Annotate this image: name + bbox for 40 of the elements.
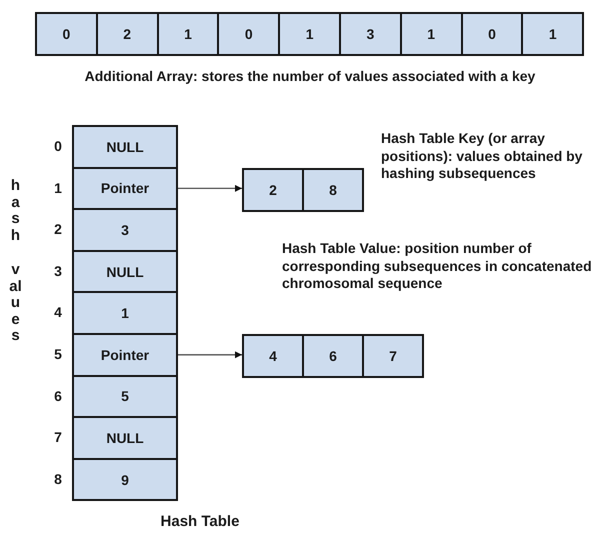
row-index: 5 xyxy=(53,346,63,364)
annotation: Hash Table Value: position number of corresponding subsequences in concatenated chromosomal sequence xyxy=(282,240,593,292)
array-cell: 9 xyxy=(72,458,178,502)
array-cell: Pointer xyxy=(72,333,178,377)
array-cell: 3 xyxy=(72,208,178,252)
row-index: 0 xyxy=(53,138,63,156)
title: Hash Table xyxy=(160,513,240,532)
array-cell: Pointer xyxy=(72,166,178,210)
array-cell: 1 xyxy=(156,12,220,56)
axis-label: values xyxy=(8,262,23,344)
array-cell: 1 xyxy=(521,12,584,56)
array-cell: 3 xyxy=(339,12,402,56)
array-cell: 6 xyxy=(302,334,364,378)
array-cell: 8 xyxy=(302,168,364,212)
array-cell: NULL xyxy=(72,125,178,169)
array-cell: 0 xyxy=(460,12,524,56)
array-cell: 0 xyxy=(217,12,280,56)
array-cell: 1 xyxy=(278,12,341,56)
array-cell: 2 xyxy=(96,12,159,56)
array-cell: 1 xyxy=(400,12,463,56)
row-index: 1 xyxy=(53,180,63,198)
array-cell: 7 xyxy=(362,334,424,378)
axis-label: hash xyxy=(10,178,22,244)
array-cell: NULL xyxy=(72,250,178,294)
row-index: 4 xyxy=(53,304,63,322)
array-cell: 2 xyxy=(242,168,304,212)
row-index: 3 xyxy=(53,262,63,280)
annotation: Hash Table Key (or array positions): values obtained by hashing subsequences xyxy=(381,130,584,182)
array-cell: 0 xyxy=(35,12,98,56)
array-cell: 1 xyxy=(72,291,178,335)
array-cell: 5 xyxy=(72,374,178,418)
row-index: 7 xyxy=(53,429,63,447)
array-cell: 4 xyxy=(242,334,304,378)
row-index: 6 xyxy=(53,388,63,406)
array-cell: NULL xyxy=(72,416,178,460)
row-index: 2 xyxy=(53,221,63,239)
arrow xyxy=(178,184,242,192)
row-index: 8 xyxy=(53,470,63,488)
arrow xyxy=(178,351,242,358)
caption: Additional Array: stores the number of values associated with a key xyxy=(84,68,536,86)
